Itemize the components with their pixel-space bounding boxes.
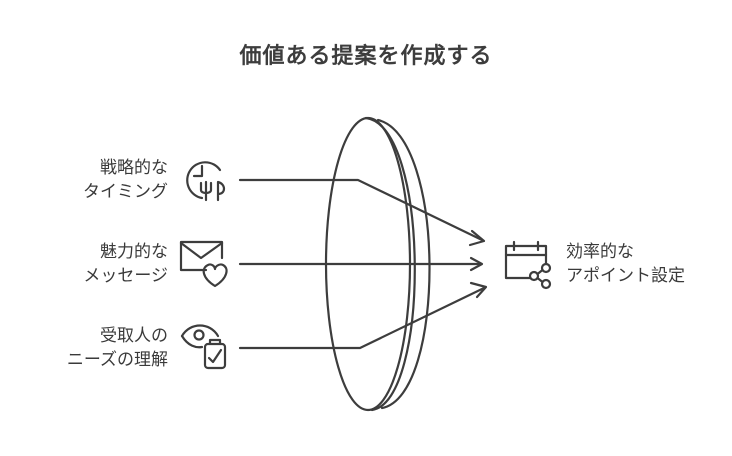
clock-cutlery-icon <box>186 161 226 202</box>
input-label-needs: 受取人の ニーズの理解 <box>30 324 168 372</box>
output-label-line2: アポイント設定 <box>566 266 685 286</box>
input-label-message-line2: メッセージ <box>83 266 168 286</box>
input-label-needs-line1: 受取人の <box>100 326 168 346</box>
input-label-timing: 戦略的な タイミング <box>60 156 168 204</box>
eye-clipboard-icon <box>180 324 227 370</box>
calendar-share-icon <box>504 240 552 290</box>
output-label-appointment: 効率的な アポイント設定 <box>566 240 716 288</box>
input-label-message: 魅力的な メッセージ <box>60 240 168 288</box>
output-label-line1: 効率的な <box>566 242 634 262</box>
diagram-title: 価値ある提案を作成する <box>239 44 493 69</box>
input-label-message-line1: 魅力的な <box>100 242 168 262</box>
input-label-needs-line2: ニーズの理解 <box>66 350 168 370</box>
arrow-needs <box>238 281 488 350</box>
input-label-timing-line2: タイミング <box>83 182 168 202</box>
arrow-timing <box>238 178 486 247</box>
envelope-heart-icon <box>179 240 228 288</box>
input-label-timing-line1: 戦略的な <box>100 158 168 178</box>
arrow-message <box>238 256 484 272</box>
